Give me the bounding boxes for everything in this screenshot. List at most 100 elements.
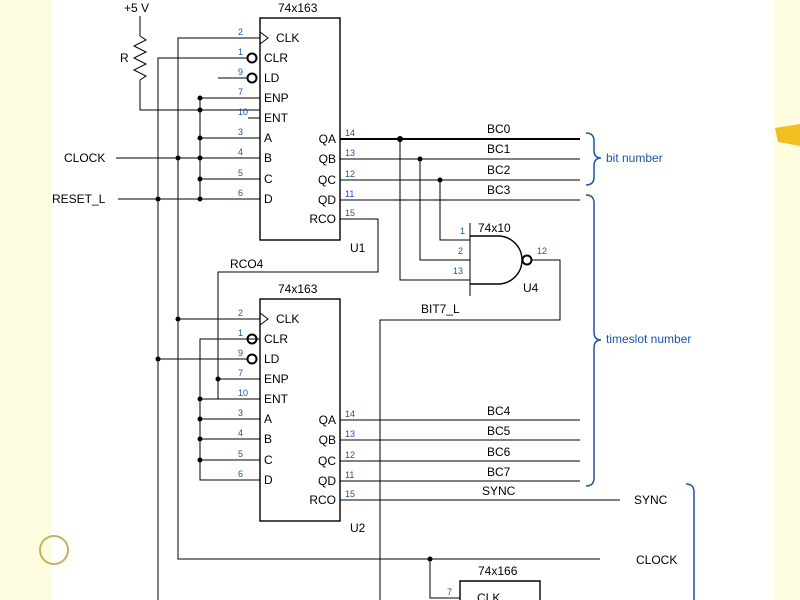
u2-pin-name: A — [264, 412, 272, 426]
junction-dot — [197, 95, 203, 101]
u1-pin-name: B — [264, 151, 272, 165]
bc1-label: BC1 — [487, 142, 511, 156]
u4-ref-label: U4 — [523, 281, 539, 295]
u1-pin-number: 10 — [238, 107, 248, 117]
u2-pin-name: LD — [264, 352, 280, 366]
u1-ld-bubble — [246, 72, 258, 84]
clock-output-label: CLOCK — [636, 553, 677, 567]
junction-dot — [197, 416, 203, 422]
u1-pin-number: 15 — [345, 208, 355, 218]
u2-pin-name: ENP — [264, 372, 289, 386]
bit-number-brace — [585, 132, 602, 186]
u1-clock-triangle — [259, 31, 269, 45]
u1-pin-name: QC — [318, 173, 336, 187]
junction-dot — [417, 156, 423, 162]
nand-output-bubble — [521, 254, 533, 266]
junction-dot — [155, 196, 161, 202]
bit7-label: BIT7_L — [421, 302, 460, 316]
u1-pin-name: QB — [319, 152, 336, 166]
u2-pin-name: D — [264, 473, 273, 487]
u2-pin-name: QB — [319, 433, 336, 447]
junction-dot — [397, 136, 403, 142]
u2-pin-number: 6 — [238, 469, 243, 479]
u1-pin-name: QA — [319, 132, 336, 146]
junction-dot — [197, 196, 203, 202]
u2-pin-number: 5 — [238, 449, 243, 459]
u1-clr-bubble — [246, 52, 258, 64]
bc5-label: BC5 — [487, 424, 511, 438]
u2-pin-number: 3 — [238, 408, 243, 418]
u1-pin-name: ENT — [264, 111, 289, 125]
u1-pin-number: 7 — [238, 87, 243, 97]
shift-clk-label: CLK — [477, 591, 500, 600]
bc0-label: BC0 — [487, 122, 511, 136]
u1-pin-number: 3 — [238, 127, 243, 137]
nand-pin-label: 1 — [460, 226, 465, 236]
u2-pin-number: 11 — [345, 470, 354, 480]
junction-dot — [155, 356, 161, 362]
bc3-label: BC3 — [487, 183, 511, 197]
u1-pin-number: 4 — [238, 147, 243, 157]
junction-dot — [197, 107, 203, 113]
junction-dot — [197, 155, 203, 161]
u1-pin-name: CLK — [276, 31, 299, 45]
u2-pin-name: QC — [318, 454, 336, 468]
u2-pin-number: 9 — [238, 348, 243, 358]
nand-pin-label: 13 — [453, 266, 463, 276]
logo-seal-icon — [39, 535, 69, 565]
u2-pin-number: 2 — [238, 308, 243, 318]
junction-dot — [197, 176, 203, 182]
u2-counter-box — [259, 298, 341, 522]
shift-pin-label: 7 — [447, 587, 452, 597]
u2-pin-name: ENT — [264, 392, 289, 406]
junction-dot — [427, 556, 433, 562]
u2-pin-name: QA — [319, 413, 336, 427]
u4-part-label: 74x10 — [478, 221, 511, 235]
junction-dot — [215, 376, 221, 382]
junction-dot — [197, 396, 203, 402]
u2-pin-number: 12 — [345, 450, 355, 460]
u2-pin-number: 15 — [345, 489, 355, 499]
u1-pin-number: 11 — [345, 189, 354, 199]
u1-pin-number: 2 — [238, 27, 243, 37]
u2-pin-name: QD — [318, 474, 336, 488]
clock-bus-wire — [177, 37, 600, 560]
u2-pin-name: B — [264, 432, 272, 446]
reset-bus-wire — [157, 57, 248, 600]
output-brace — [685, 483, 695, 600]
junction-dot — [197, 135, 203, 141]
u1-pin-name: QD — [318, 193, 336, 207]
u2-pin-name: C — [264, 453, 273, 467]
u1-pin-number: 1 — [238, 47, 243, 57]
u2-pin-number: 1 — [238, 328, 243, 338]
u1-part-label: 74x163 — [278, 1, 318, 15]
nand-in1-wire — [439, 180, 470, 241]
rco4-wire — [217, 218, 379, 399]
u2-part-label: 74x163 — [278, 282, 318, 296]
u2-pin-number: 13 — [345, 429, 355, 439]
u1-pin-name: A — [264, 131, 272, 145]
timeslot-number-annotation: timeslot number — [606, 332, 691, 346]
nand-in2-wire — [419, 159, 470, 261]
bit7-wire — [379, 259, 561, 600]
u2-pin-number: 4 — [238, 428, 243, 438]
resistor-ent-wire — [139, 80, 260, 111]
u1-pin-number: 6 — [238, 188, 243, 198]
junction-dot — [437, 177, 443, 183]
junction-dot — [175, 155, 181, 161]
bc6-label: BC6 — [487, 445, 511, 459]
u1-pin-name: LD — [264, 71, 280, 85]
pullup-resistor — [132, 35, 148, 81]
u5-part-label: 74x166 — [478, 564, 518, 578]
bc2-label: BC2 — [487, 163, 511, 177]
nand-pin-label: 12 — [537, 246, 547, 256]
u2-tie-bus — [199, 338, 260, 481]
u2-pin-number: 10 — [238, 388, 248, 398]
u1-pin-name: C — [264, 172, 273, 186]
nand-pin-label: 2 — [458, 246, 463, 256]
u1-pin-name: D — [264, 192, 273, 206]
timeslot-number-brace — [585, 194, 602, 487]
